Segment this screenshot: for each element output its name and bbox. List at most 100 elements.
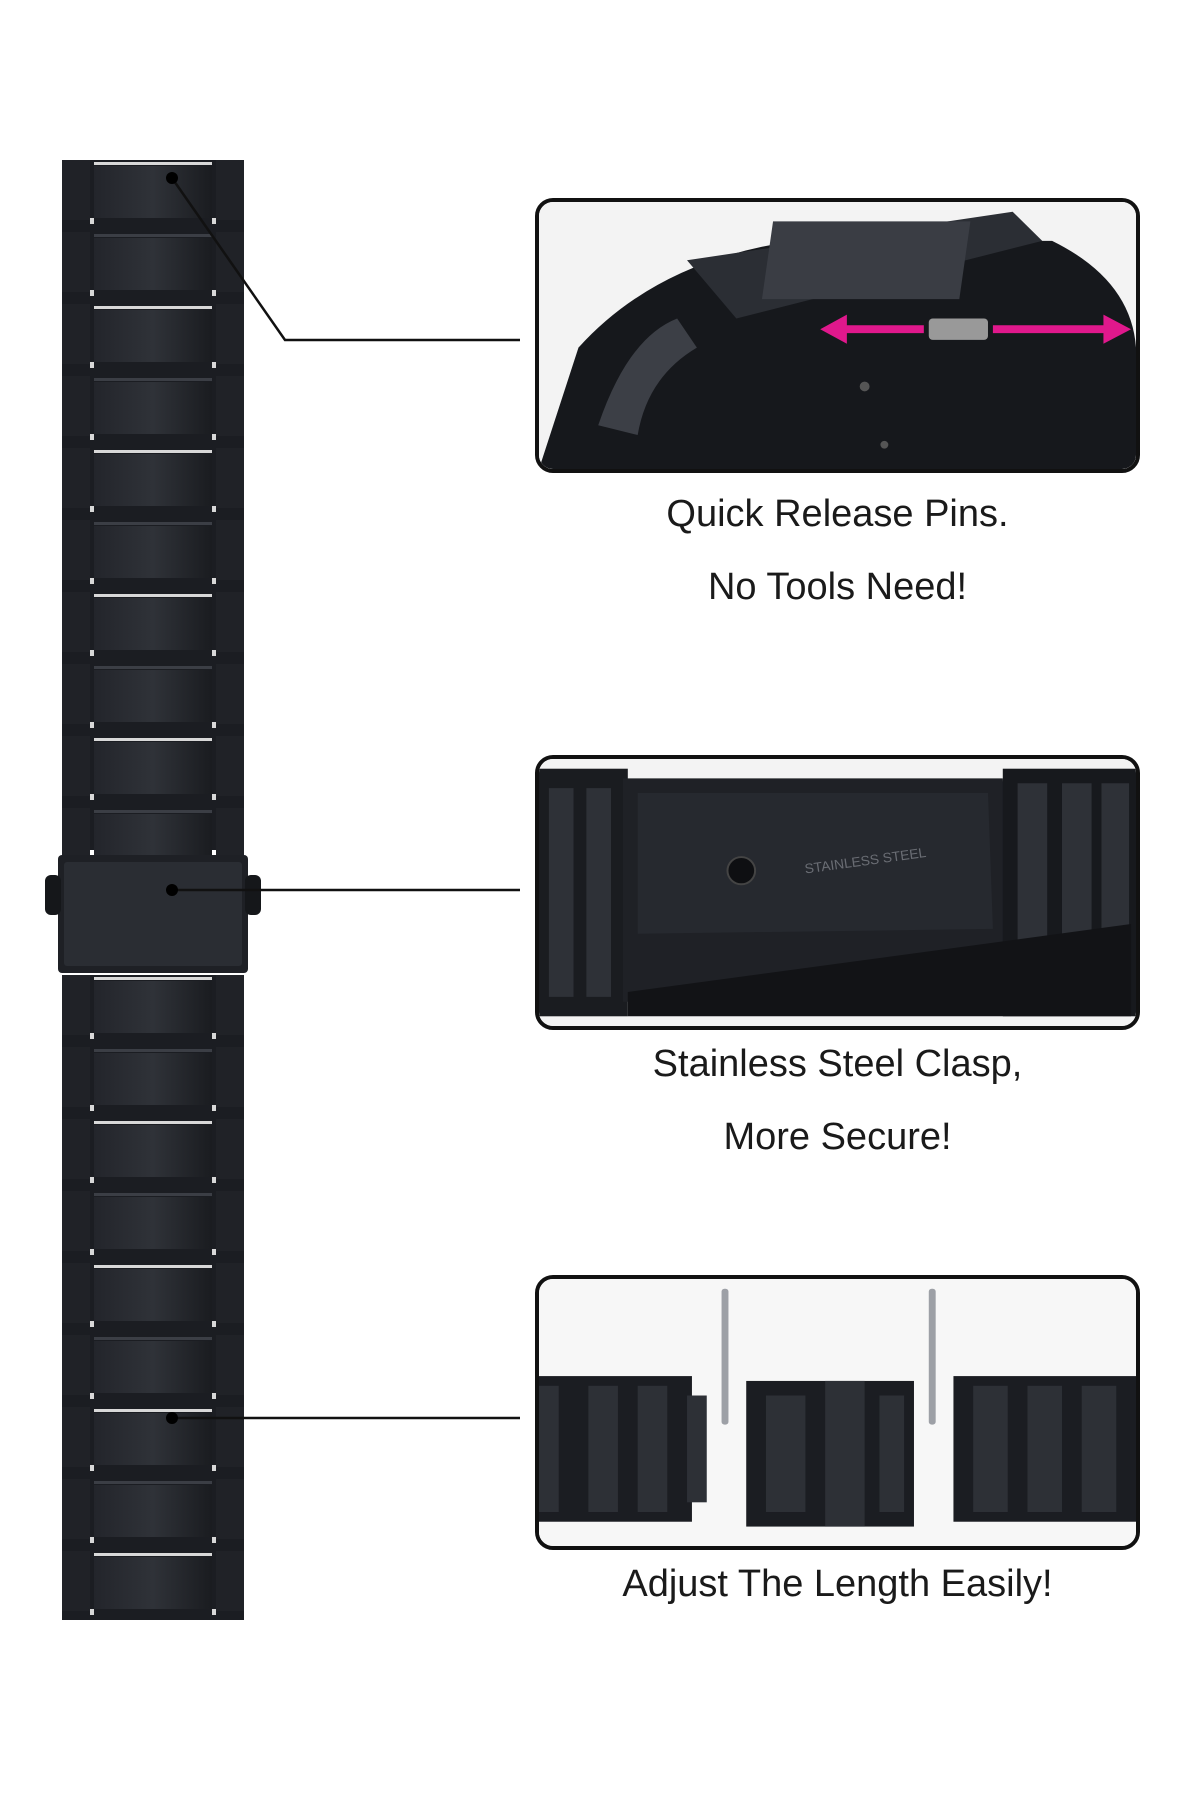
band-gap xyxy=(212,650,216,656)
band-highlight xyxy=(94,450,212,453)
band-link-outer xyxy=(62,1119,90,1179)
band-link-center xyxy=(94,1557,212,1609)
band-gap xyxy=(90,434,94,440)
band-gap xyxy=(212,506,216,512)
band-link-outer xyxy=(216,736,244,796)
band-link-outer xyxy=(62,664,90,724)
band-highlight xyxy=(94,1193,212,1196)
band-gap xyxy=(212,434,216,440)
band-link-outer xyxy=(62,376,90,436)
band-link-outer xyxy=(62,160,90,220)
band-link-center xyxy=(94,526,212,578)
band-gap xyxy=(212,1321,216,1327)
band-gap xyxy=(90,1033,94,1039)
band-link-outer xyxy=(216,1551,244,1611)
quick-release-detail-image xyxy=(535,198,1140,473)
band-gap xyxy=(212,722,216,728)
band-link-outer xyxy=(216,592,244,652)
band-gap xyxy=(212,1393,216,1399)
band-highlight xyxy=(94,1553,212,1556)
band-gap xyxy=(212,1465,216,1471)
band-link-outer xyxy=(216,448,244,508)
callout-dot-top xyxy=(166,172,178,184)
band-link-center xyxy=(94,670,212,722)
band-gap xyxy=(90,794,94,800)
band-highlight xyxy=(94,378,212,381)
band-link-outer xyxy=(216,160,244,220)
band-link-outer xyxy=(216,1047,244,1107)
clasp-detail-image: STAINLESS STEEL xyxy=(535,755,1140,1030)
band-link-outer xyxy=(62,1191,90,1251)
band-gap xyxy=(90,1537,94,1543)
callout-dot-bottom xyxy=(166,1412,178,1424)
band-gap xyxy=(90,1177,94,1183)
band-link-outer xyxy=(62,1263,90,1323)
band-link-center xyxy=(94,1053,212,1105)
band-gap xyxy=(212,1609,216,1615)
band-gap xyxy=(90,1465,94,1471)
link-pin-left xyxy=(721,1288,729,1425)
band-link-outer xyxy=(62,304,90,364)
band-gap xyxy=(212,290,216,296)
band-gap xyxy=(90,218,94,224)
band-link-center xyxy=(94,742,212,794)
band-highlight xyxy=(94,1049,212,1052)
band-link-outer xyxy=(62,736,90,796)
band-gap xyxy=(212,578,216,584)
band-gap xyxy=(90,1609,94,1615)
band-gap xyxy=(212,1537,216,1543)
band-highlight xyxy=(94,1337,212,1340)
band-link-outer xyxy=(216,1191,244,1251)
band-gap xyxy=(90,506,94,512)
band-gap xyxy=(212,362,216,368)
clasp-caption-line-2: More Secure! xyxy=(723,1116,952,1158)
band-link-outer xyxy=(216,1335,244,1395)
band-link-center xyxy=(94,310,212,362)
band-link-outer xyxy=(62,1551,90,1611)
band-link-center xyxy=(94,1197,212,1249)
band-link-center xyxy=(94,598,212,650)
band-highlight xyxy=(94,1121,212,1124)
band-link-outer xyxy=(62,975,90,1035)
band-clasp xyxy=(45,855,261,973)
band-link-outer xyxy=(216,304,244,364)
callout-dot-middle xyxy=(166,884,178,896)
band-link-outer xyxy=(216,520,244,580)
band-highlight xyxy=(94,234,212,237)
band-link-outer xyxy=(216,1407,244,1467)
band-gap xyxy=(90,362,94,368)
band-link-center xyxy=(94,1413,212,1465)
band-link-outer xyxy=(216,1263,244,1323)
adjust-length-detail-image xyxy=(535,1275,1140,1550)
band-highlight xyxy=(94,977,212,980)
band-highlight xyxy=(94,522,212,525)
band-gap xyxy=(212,218,216,224)
quick-release-caption-line-2: No Tools Need! xyxy=(707,566,968,608)
band-highlight xyxy=(94,1409,212,1412)
quick-release-caption-line-1: Quick Release Pins. xyxy=(666,493,1009,535)
band-link-outer xyxy=(216,975,244,1035)
clasp-button-icon xyxy=(726,856,757,886)
band-link-outer xyxy=(62,448,90,508)
adjust-length-caption: Adjust The Length Easily! xyxy=(622,1563,1053,1605)
band-link-outer xyxy=(216,1479,244,1539)
band-link-center xyxy=(94,382,212,434)
band-link-center xyxy=(94,1269,212,1321)
band-link-outer xyxy=(62,232,90,292)
band-highlight xyxy=(94,594,212,597)
band-link-center xyxy=(94,981,212,1033)
band-link-outer xyxy=(216,376,244,436)
band-link-outer xyxy=(62,1047,90,1107)
band-gap xyxy=(90,290,94,296)
band-gap xyxy=(90,578,94,584)
band-gap xyxy=(90,1393,94,1399)
band-link-center xyxy=(94,1485,212,1537)
band-highlight xyxy=(94,666,212,669)
band-highlight xyxy=(94,738,212,741)
clasp-caption-line-1: Stainless Steel Clasp, xyxy=(652,1043,1023,1085)
band-link-outer xyxy=(62,1335,90,1395)
band-link-center xyxy=(94,1341,212,1393)
band-highlight xyxy=(94,1265,212,1268)
